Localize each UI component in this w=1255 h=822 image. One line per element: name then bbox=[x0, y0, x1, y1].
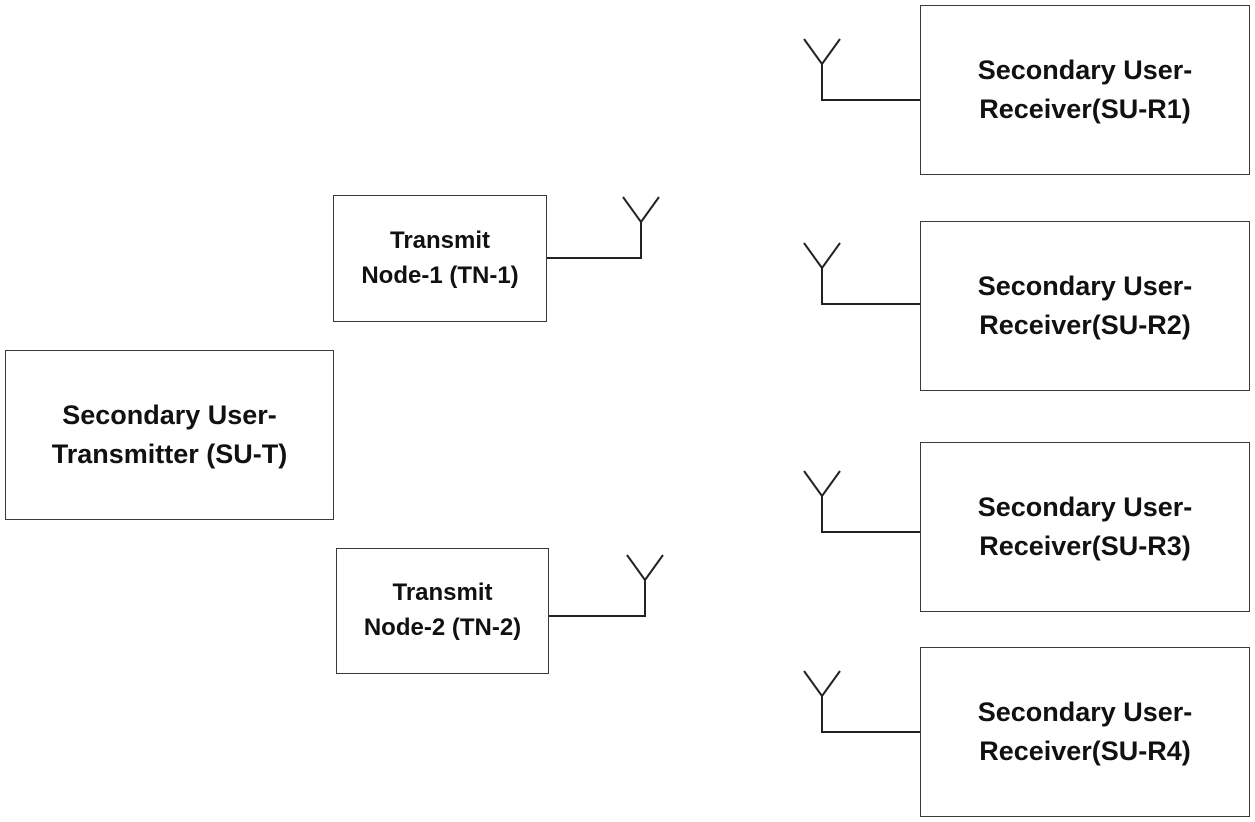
transmit-node-2-label-line2: Node-2 (TN-2) bbox=[363, 614, 522, 641]
transmit-node-1-label-line2: Node-1 (TN-1) bbox=[361, 261, 519, 289]
tn1-antenna-icon bbox=[547, 196, 660, 259]
transmit-node-1-label-line1: Transmit bbox=[389, 226, 491, 254]
transmit-node-2-box: Transmit Node-2 (TN-2) bbox=[336, 548, 549, 674]
r4-antenna-head bbox=[803, 670, 841, 698]
r1-antenna-icon bbox=[803, 38, 920, 101]
tn2-antenna-icon bbox=[549, 554, 664, 617]
su-receiver-2-box: Secondary User- Receiver(SU-R2) bbox=[920, 221, 1250, 391]
transmit-node-2-label-line1: Transmit bbox=[392, 579, 493, 607]
su-receiver-2-label-line2: Receiver(SU-R2) bbox=[979, 310, 1191, 340]
r3-antenna-feed bbox=[821, 496, 920, 533]
su-receiver-2-label-line1: Secondary User- bbox=[977, 270, 1193, 301]
su-receiver-4-box: Secondary User- Receiver(SU-R4) bbox=[920, 647, 1250, 817]
su-receiver-1-label-line1: Secondary User- bbox=[977, 54, 1193, 85]
r2-antenna-head bbox=[803, 242, 841, 270]
r4-antenna-icon bbox=[803, 670, 920, 733]
su-receiver-4-label-line2: Receiver(SU-R4) bbox=[979, 736, 1191, 766]
su-transmitter-label-line1: Secondary User- bbox=[62, 399, 277, 430]
tn1-antenna-feed bbox=[547, 222, 642, 259]
tn1-antenna-head bbox=[622, 196, 660, 224]
transmit-node-1-box: Transmit Node-1 (TN-1) bbox=[333, 195, 547, 322]
r1-antenna-feed bbox=[821, 64, 920, 101]
r2-antenna-feed bbox=[821, 268, 920, 305]
tn2-antenna-feed bbox=[549, 580, 646, 617]
su-transmitter-box: Secondary User- Transmitter (SU-T) bbox=[5, 350, 334, 520]
r2-antenna-icon bbox=[803, 242, 920, 305]
su-receiver-1-box: Secondary User- Receiver(SU-R1) bbox=[920, 5, 1250, 175]
r3-antenna-icon bbox=[803, 470, 920, 533]
su-receiver-4-label-line1: Secondary User- bbox=[977, 696, 1193, 727]
su-receiver-3-label-line2: Receiver(SU-R3) bbox=[979, 531, 1191, 561]
r3-antenna-head bbox=[803, 470, 841, 498]
su-receiver-3-label-line1: Secondary User- bbox=[977, 491, 1193, 522]
r4-antenna-feed bbox=[821, 696, 920, 733]
su-receiver-3-box: Secondary User- Receiver(SU-R3) bbox=[920, 442, 1250, 612]
r1-antenna-head bbox=[803, 38, 841, 66]
su-transmitter-label-line2: Transmitter (SU-T) bbox=[51, 439, 288, 469]
tn2-antenna-head bbox=[626, 554, 664, 582]
su-receiver-1-label-line2: Receiver(SU-R1) bbox=[979, 94, 1191, 124]
